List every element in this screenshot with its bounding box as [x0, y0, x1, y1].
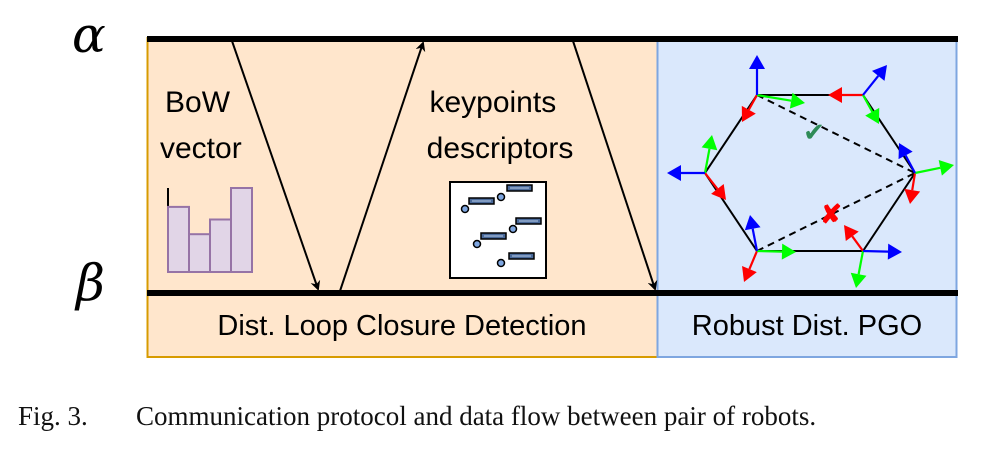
pose-3-z-axis-arrow-head — [898, 143, 913, 160]
pose-1-z-axis-arrow — [749, 55, 765, 95]
histogram-bar — [230, 187, 253, 273]
accepted-check-icon: ✔ — [803, 117, 825, 147]
histogram-icon — [167, 187, 253, 273]
pose-6-y-axis-arrow-shaft — [703, 148, 711, 174]
pose-2-y-axis-arrow-shaft — [862, 94, 874, 113]
pose-1-y-axis-arrow-head — [789, 92, 805, 109]
pose-5-z-axis-arrow-shaft — [751, 228, 759, 252]
descriptor-bar — [506, 184, 533, 192]
pose-2-z-axis-arrow-shaft — [862, 75, 880, 96]
bow-label-line-2: vector — [160, 132, 242, 165]
loop-closure-panel-label: Dist. Loop Closure Detection — [217, 310, 586, 342]
pose-5-x-axis-arrow — [742, 250, 759, 282]
pose-6-y-axis-arrow-head — [701, 135, 718, 151]
pose-6-z-axis-arrow-head — [667, 165, 681, 181]
pose-4-y-axis-arrow-shaft — [857, 250, 865, 275]
robot-alpha-label: α — [72, 6, 106, 64]
pose-3-y-axis-arrow — [914, 159, 954, 176]
rejected-cross-icon: ✘ — [820, 199, 842, 229]
pose-5-y-axis-arrow — [756, 243, 796, 260]
pose-2-x-axis-arrow — [828, 87, 863, 103]
descriptor-bar — [508, 252, 535, 260]
keypoints-descriptors-icon — [449, 181, 547, 279]
pose-6-z-axis-arrow — [667, 165, 705, 181]
histogram-bar — [167, 205, 190, 273]
pose-2-z-axis-arrow-head — [872, 65, 887, 81]
pose-6-x-axis-arrow — [704, 172, 726, 200]
pose-3-x-axis-arrow-shaft — [911, 172, 917, 191]
bow-label-line-1: BoW — [165, 86, 231, 119]
pose-4-z-axis-arrow-shaft — [862, 249, 889, 253]
keypoints-label-line-1: keypoints — [429, 86, 556, 119]
keypoint-dot — [460, 204, 470, 214]
pose-5-y-axis-arrow-shaft — [756, 249, 783, 253]
caption-text: Communication protocol and data flow bet… — [136, 401, 817, 431]
figure-number: Fig. 3. — [18, 401, 88, 431]
pose-3-y-axis-arrow-shaft — [914, 166, 941, 175]
pgo-panel — [656, 37, 958, 358]
pose-4-y-axis-arrow — [850, 250, 867, 288]
pose-3-y-axis-arrow-head — [938, 159, 954, 176]
loop-closure-edge-accepted — [756, 94, 916, 174]
histogram-bar — [188, 233, 211, 273]
pose-4-x-axis-arrow-head — [844, 225, 859, 242]
pose-5-x-axis-arrow-head — [742, 265, 757, 282]
keypoint-dot — [508, 224, 518, 234]
pose-2-y-axis-arrow — [862, 94, 880, 124]
keypoint-dot — [496, 192, 506, 202]
pose-1-x-axis-arrow-shaft — [747, 94, 758, 111]
keypoints-descriptors-label: keypoints descriptors — [427, 86, 574, 165]
descriptor-bar — [480, 232, 507, 240]
pose-1-y-axis-arrow-shaft — [756, 93, 792, 102]
keypoint-dot — [472, 239, 482, 249]
pose-4-x-axis-arrow-shaft — [851, 235, 864, 252]
keypoint-dot — [496, 258, 506, 268]
keypoints-label-line-2: descriptors — [427, 132, 574, 165]
bow-vector-message-arrow — [231, 40, 321, 291]
pose-1-z-axis-arrow-head — [749, 55, 765, 69]
pose-2-y-axis-arrow-head — [865, 107, 880, 124]
pose-3-x-axis-arrow-head — [904, 188, 921, 204]
descriptor-bar — [468, 197, 495, 205]
pose-4-z-axis-arrow-head — [887, 243, 902, 260]
pose-3-z-axis-arrow-shaft — [904, 154, 916, 174]
pose-1-y-axis-arrow — [756, 92, 805, 109]
keypoints-descriptors-message-arrow — [339, 41, 426, 292]
bow-vector-label: BoW vector — [160, 86, 242, 165]
descriptor-bar — [515, 217, 542, 225]
robot-beta-label: β — [74, 254, 105, 312]
loop-closure-edge-rejected — [756, 172, 916, 252]
pose-5-z-axis-arrow-head — [744, 215, 761, 231]
pose-6-y-axis-arrow — [701, 135, 718, 174]
pose-4-x-axis-arrow — [844, 225, 864, 252]
pose-5-x-axis-arrow-shaft — [748, 250, 759, 270]
pose-1-x-axis-arrow-head — [741, 105, 756, 122]
pose-6-x-axis-arrow-shaft — [704, 172, 719, 190]
loop-closure-result-message-arrow — [572, 40, 658, 291]
pose-5-y-axis-arrow-head — [781, 243, 796, 260]
pose-2-z-axis-arrow — [862, 65, 887, 96]
pose-4-y-axis-arrow-head — [850, 272, 867, 288]
pgo-panel-label: Robust Dist. PGO — [692, 310, 922, 342]
pose-graph: ✔✘ — [667, 55, 954, 288]
pose-5-z-axis-arrow — [744, 215, 761, 252]
figure-caption: Fig. 3. Communication protocol and data f… — [18, 401, 816, 432]
pose-2-x-axis-arrow-head — [828, 87, 842, 103]
pose-1-x-axis-arrow — [741, 94, 758, 122]
histogram-bar — [209, 218, 232, 273]
pose-3-z-axis-arrow — [898, 143, 916, 174]
pose-6-x-axis-arrow-head — [711, 184, 726, 200]
pose-3-x-axis-arrow — [904, 172, 921, 204]
pose-4-z-axis-arrow — [862, 243, 902, 260]
